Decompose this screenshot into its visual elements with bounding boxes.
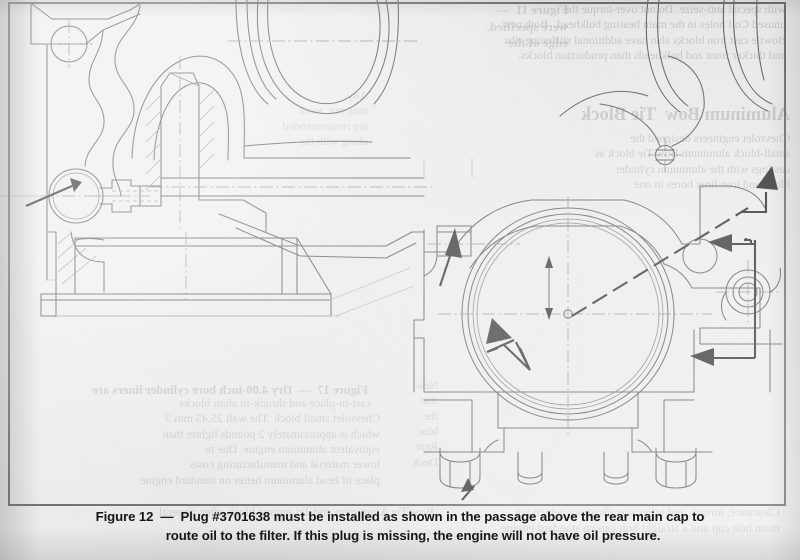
block-core-passage xyxy=(131,55,436,259)
cylinder-bore-group xyxy=(228,0,773,115)
faint-secondary-outlines xyxy=(0,158,473,317)
drawing-frame-border xyxy=(8,2,786,506)
filter-feed-arrow-left-lower xyxy=(690,288,757,366)
caption-dash: — xyxy=(160,509,174,524)
filter-feed-arrow-left-upper xyxy=(708,234,757,288)
figure-caption: Figure 12 — Plug #3701638 must be installe… xyxy=(0,508,800,545)
rear-main-cap xyxy=(423,391,713,489)
caption-line-1: Plug #3701638 must be installed as shown… xyxy=(180,509,705,524)
filter-feed-leader-line xyxy=(571,207,749,317)
cap-bolt-arrow xyxy=(461,478,475,501)
oil-gallery-arrow xyxy=(25,178,82,207)
main-bore-arrow xyxy=(486,318,531,371)
block-upper-left-section xyxy=(30,3,162,224)
figure-number: Figure 12 xyxy=(95,509,154,524)
technical-drawing: .ln{fill:none;stroke:#4a4a4c;stroke-widt… xyxy=(0,0,783,501)
filter-pad-arrow-upper xyxy=(742,166,778,214)
section-indicator-arrows xyxy=(545,256,553,320)
plug-passage-arrow xyxy=(439,228,462,287)
caption-line-2: route oil to the filter. If this plug is… xyxy=(165,527,661,543)
